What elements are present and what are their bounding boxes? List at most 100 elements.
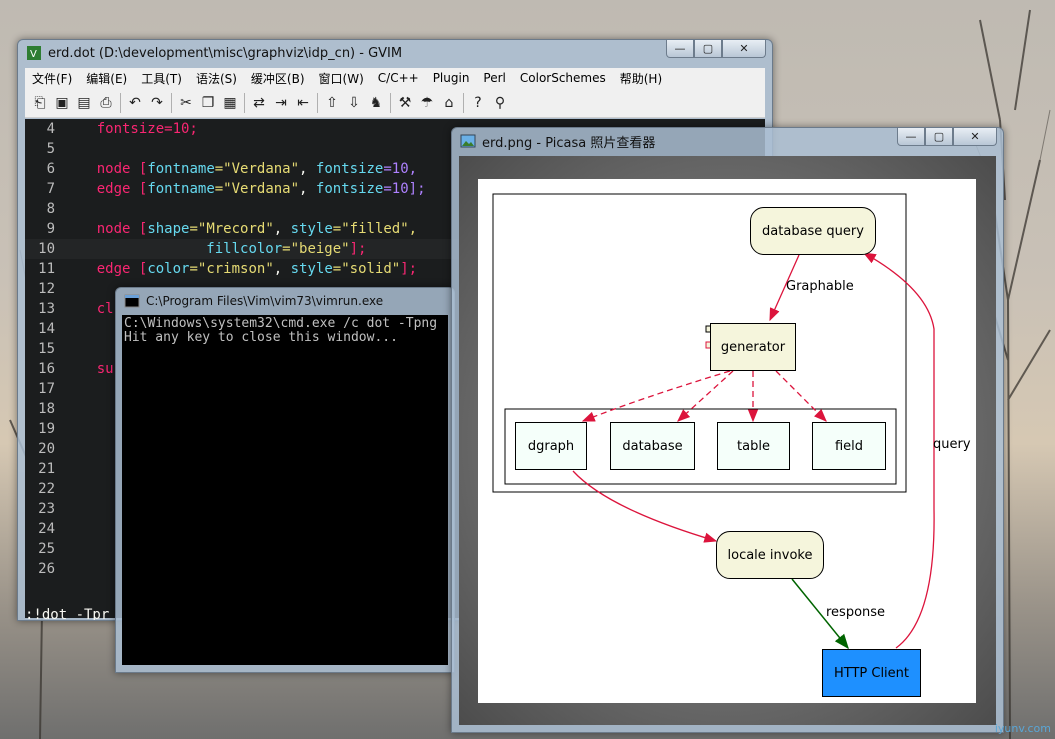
edge-label-response: response bbox=[826, 605, 886, 620]
svg-text:V: V bbox=[30, 49, 37, 60]
console-icon bbox=[124, 293, 140, 309]
close-button[interactable]: ✕ bbox=[953, 128, 997, 146]
menu-perl[interactable]: Perl bbox=[483, 71, 506, 85]
code-line: 5 bbox=[46, 141, 55, 157]
gvim-menubar: 文件(F) 编辑(E) 工具(T) 语法(S) 缓冲区(B) 窗口(W) C/C… bbox=[25, 68, 765, 88]
edge-generator-field bbox=[775, 370, 827, 422]
edge-response bbox=[791, 578, 849, 650]
shell-icon[interactable]: ☂ bbox=[420, 94, 434, 111]
tag-icon[interactable]: ⌂ bbox=[444, 94, 454, 111]
menu-help[interactable]: 帮助(H) bbox=[619, 71, 663, 86]
copy-icon[interactable]: ❐ bbox=[201, 94, 215, 111]
node-locale-invoke: locale invoke bbox=[716, 531, 824, 579]
maximize-button[interactable]: ▢ bbox=[694, 40, 722, 58]
gvim-toolbar: ⎗ ▣ ▤ ⎙ ↶ ↷ ✂ ❐ ▦ ⇄ ⇥ ⇤ ⇧ ⇩ ♞ ⚒ ☂ ⌂ ? ⚲ bbox=[25, 88, 765, 118]
edge-generator-database bbox=[677, 370, 734, 422]
code-line: 24 bbox=[38, 521, 55, 537]
code-line: 20 bbox=[38, 441, 55, 457]
code-line: 12 bbox=[38, 281, 55, 297]
make-icon[interactable]: ⚒ bbox=[398, 94, 412, 111]
find-next-icon[interactable]: ⇥ bbox=[275, 94, 287, 111]
graph-image: database query generator dgraph database… bbox=[478, 179, 976, 703]
save-session-icon[interactable]: ⇩ bbox=[348, 94, 360, 111]
save-all-icon[interactable]: ▤ bbox=[77, 94, 91, 111]
cmd-titlebar[interactable]: C:\Program Files\Vim\vim73\vimrun.exe bbox=[116, 288, 454, 314]
menu-syntax[interactable]: 语法(S) bbox=[195, 71, 237, 86]
node-database-query: database query bbox=[750, 207, 876, 255]
menu-file[interactable]: 文件(F) bbox=[32, 71, 73, 86]
code-line: 21 bbox=[38, 461, 55, 477]
close-button[interactable]: ✕ bbox=[722, 40, 766, 58]
node-database: database bbox=[610, 422, 695, 470]
run-script-icon[interactable]: ♞ bbox=[369, 94, 383, 111]
code-line: 14 bbox=[38, 321, 55, 337]
menu-edit[interactable]: 编辑(E) bbox=[86, 71, 128, 86]
maximize-button[interactable]: ▢ bbox=[925, 128, 953, 146]
code-line: 8 bbox=[46, 201, 55, 217]
find-help-icon[interactable]: ⚲ bbox=[494, 94, 506, 111]
edge-label-graphable: Graphable bbox=[786, 279, 854, 294]
menu-plugin[interactable]: Plugin bbox=[432, 71, 470, 85]
code-line: 22 bbox=[38, 481, 55, 497]
image-viewer[interactable]: database query generator dgraph database… bbox=[459, 156, 996, 725]
code-line: 25 bbox=[38, 541, 55, 557]
node-http-client: HTTP Client bbox=[822, 649, 921, 697]
load-session-icon[interactable]: ⇧ bbox=[326, 94, 338, 111]
code-line: 18 bbox=[38, 401, 55, 417]
gvim-title: erd.dot (D:\development\misc\graphviz\id… bbox=[48, 45, 403, 61]
node-generator: generator bbox=[710, 323, 796, 371]
menu-cpp[interactable]: C/C++ bbox=[377, 71, 419, 85]
cmd-window[interactable]: C:\Program Files\Vim\vim73\vimrun.exe C:… bbox=[115, 287, 455, 673]
cluster-inner bbox=[504, 408, 897, 485]
edge-graphable bbox=[769, 254, 800, 322]
code-line: 6 node [fontname="Verdana", fontsize=10, bbox=[46, 161, 418, 177]
edge-label-query: query bbox=[933, 437, 971, 452]
code-line: 19 bbox=[38, 421, 55, 437]
find-prev-icon[interactable]: ⇤ bbox=[297, 94, 309, 111]
vim-icon: V bbox=[26, 45, 42, 61]
node-table: table bbox=[717, 422, 790, 470]
console-output[interactable]: C:\Windows\system32\cmd.exe /c dot -Tpng… bbox=[122, 315, 448, 665]
code-line: 23 bbox=[38, 501, 55, 517]
help-icon[interactable]: ? bbox=[474, 94, 482, 111]
code-line: 15 bbox=[38, 341, 55, 357]
watermark-text: iyunv.com bbox=[994, 722, 1051, 735]
redo-icon[interactable]: ↷ bbox=[151, 94, 163, 111]
picasa-title: erd.png - Picasa 照片查看器 bbox=[482, 135, 656, 151]
menu-colorschemes[interactable]: ColorSchemes bbox=[519, 71, 606, 85]
cmd-title: C:\Program Files\Vim\vim73\vimrun.exe bbox=[146, 294, 384, 308]
paste-icon[interactable]: ▦ bbox=[223, 94, 237, 111]
cut-icon[interactable]: ✂ bbox=[180, 94, 192, 111]
code-line: 13 cl bbox=[38, 301, 114, 317]
console-line: C:\Windows\system32\cmd.exe /c dot -Tpng bbox=[124, 316, 438, 331]
code-line: 7 edge [fontname="Verdana", fontsize=10]… bbox=[46, 181, 426, 197]
picasa-window[interactable]: erd.png - Picasa 照片查看器 — ▢ ✕ bbox=[451, 127, 1004, 733]
print-icon[interactable]: ⎙ bbox=[100, 94, 112, 111]
code-line: 11 edge [color="crimson", style="solid"]… bbox=[38, 261, 418, 277]
menu-tools[interactable]: 工具(T) bbox=[141, 71, 182, 86]
open-icon[interactable]: ⎗ bbox=[34, 94, 46, 111]
code-line: 9 node [shape="Mrecord", style="filled", bbox=[46, 221, 418, 237]
cluster-outer bbox=[492, 193, 907, 493]
minimize-button[interactable]: — bbox=[897, 128, 925, 146]
minimize-button[interactable]: — bbox=[666, 40, 694, 58]
picture-icon bbox=[460, 133, 476, 149]
edge-query bbox=[862, 252, 935, 649]
node-dgraph: dgraph bbox=[515, 422, 587, 470]
picasa-titlebar[interactable]: erd.png - Picasa 照片查看器 bbox=[452, 128, 1003, 154]
node-field: field bbox=[812, 422, 886, 470]
code-line: 26 bbox=[38, 561, 55, 577]
gvim-titlebar[interactable]: V erd.dot (D:\development\misc\graphviz\… bbox=[18, 40, 772, 66]
save-icon[interactable]: ▣ bbox=[55, 94, 69, 111]
graph-edges bbox=[492, 193, 935, 650]
code-line: 16 su bbox=[38, 361, 114, 377]
menu-buffers[interactable]: 缓冲区(B) bbox=[250, 71, 305, 86]
console-line: Hit any key to close this window... bbox=[124, 330, 398, 345]
vim-command-line[interactable]: :!dot -Tpr bbox=[25, 607, 110, 621]
replace-icon[interactable]: ⇄ bbox=[253, 94, 265, 111]
menu-window[interactable]: 窗口(W) bbox=[318, 71, 364, 86]
edge-dgraph-locale bbox=[572, 470, 718, 543]
undo-icon[interactable]: ↶ bbox=[129, 94, 141, 111]
code-line: 17 bbox=[38, 381, 55, 397]
edge-generator-dgraph bbox=[581, 370, 731, 422]
